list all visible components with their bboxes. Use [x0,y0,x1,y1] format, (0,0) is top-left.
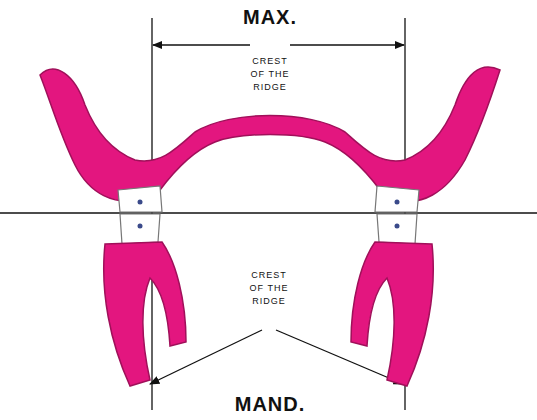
leader-arrow [276,330,403,384]
crest-label: CREST OF THE RIDGE [246,54,294,95]
mandibular-ridge [351,242,433,386]
jaw-label: MAND. [235,393,306,416]
lower-tooth [377,214,417,244]
mandibular-ridge [104,242,186,386]
leader-arrow [150,330,262,384]
crest-label: CREST OF THE RIDGE [245,268,293,309]
dimension-arrow [290,44,404,45]
dimension-arrow [153,44,250,45]
lower-tooth [120,214,160,244]
upper-tooth [118,186,162,212]
jaw-label: MAX. [243,6,297,29]
upper-tooth [375,186,419,212]
occlusal-line [0,212,537,214]
